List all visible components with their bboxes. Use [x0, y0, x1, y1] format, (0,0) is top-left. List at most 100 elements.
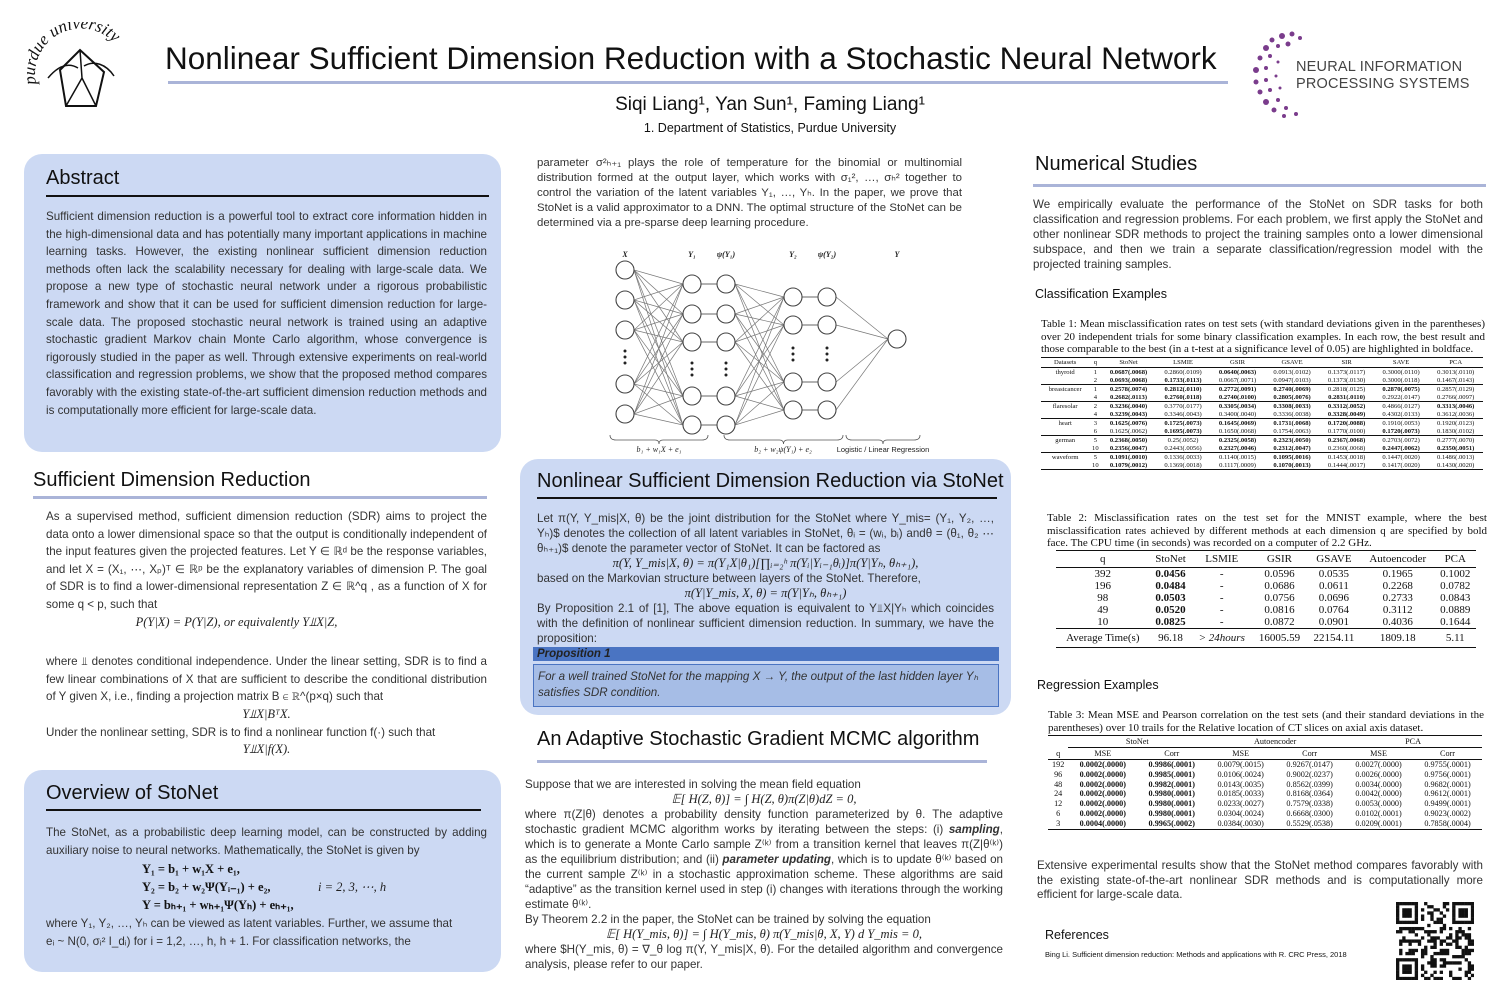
qr-module	[1442, 923, 1447, 928]
table3-cell: 0.0185(.0033)	[1217, 789, 1264, 799]
table3-sub-cell: Corr	[1164, 749, 1180, 758]
qr-module	[1399, 958, 1403, 962]
qr-module	[1433, 961, 1437, 965]
qr-module	[1445, 961, 1450, 965]
table1-cell: 0.1733(.0113)	[1164, 376, 1202, 384]
qr-module	[1427, 905, 1431, 909]
qr-module	[1442, 905, 1447, 909]
mcmc-p2a: where π(Z|θ) denotes a probability densi…	[525, 808, 1003, 836]
network-bottom-label-2: b₂ + w₂ψ(Y₁) + e₂	[754, 445, 812, 454]
abstract-rule	[46, 195, 489, 197]
overview-p3: eᵢ ~ N(0, σᵢ² I_dᵢ) for i = 1,2, …, h, h…	[46, 934, 411, 948]
qr-module	[1445, 936, 1450, 940]
network-brace	[845, 434, 921, 445]
qr-module	[1433, 945, 1437, 949]
qr-module	[1439, 911, 1443, 915]
table1-header-cell: GSAVE	[1281, 359, 1303, 366]
network-ellipsis-dot	[825, 346, 829, 350]
qr-module	[1452, 917, 1456, 921]
qr-module	[1408, 942, 1412, 946]
network-layer-label: X	[621, 250, 628, 259]
table2-time-cell: 5.11	[1445, 632, 1465, 644]
qr-module	[1411, 948, 1415, 953]
reference-item: Bing Li. Sufficient dimension reduction:…	[1045, 950, 1347, 959]
qr-module	[1461, 920, 1465, 925]
table3-cell: 0.7579(.0338)	[1286, 799, 1333, 809]
qr-module	[1414, 914, 1419, 918]
qr-module	[1452, 914, 1456, 918]
qr-module	[1396, 967, 1400, 971]
table1-cell: 0.2356(.0047)	[1109, 444, 1148, 452]
via-heading: Nonlinear Sufficient Dimension Reduction…	[537, 470, 1004, 492]
proposition-text: For a well trained StoNet for the mappin…	[533, 664, 999, 707]
table2-cell: 0.0843	[1440, 592, 1471, 604]
conclusion-text: Extensive experimental results show that…	[1037, 859, 1483, 901]
network-node	[716, 386, 736, 406]
table1-cell: 0.2922(.0147)	[1382, 393, 1420, 401]
network-bottom-label-3: Logistic / Linear Regression	[837, 445, 930, 454]
poster-title: Nonlinear Sufficient Dimension Reduction…	[165, 40, 1217, 76]
neurips-line1: NEURAL INFORMATION	[1296, 59, 1463, 75]
qr-module	[1467, 939, 1472, 943]
table2-time-cell: 22154.11	[1313, 632, 1355, 644]
network-edge	[633, 299, 684, 343]
qr-module	[1402, 976, 1406, 981]
table1-cell: 10	[1092, 444, 1099, 452]
qr-module	[1424, 948, 1428, 953]
network-edge	[734, 341, 785, 383]
table2-cell: 0.1002	[1440, 568, 1471, 580]
qr-module	[1458, 936, 1462, 940]
qr-module	[1439, 920, 1443, 925]
qr-module	[1430, 964, 1434, 968]
sdr-p3: Under the nonlinear setting, SDR is to f…	[46, 725, 436, 739]
table1-cell: waveform	[1051, 453, 1079, 461]
network-node	[682, 415, 702, 435]
overview-p2: where Y₁, Y₂, …, Yₕ can be viewed as lat…	[46, 917, 453, 931]
table1-cell: 0.1140(.0015)	[1219, 453, 1257, 461]
qr-module	[1455, 939, 1459, 943]
qr-module	[1464, 920, 1468, 925]
qr-module	[1442, 951, 1447, 956]
qr-module	[1470, 911, 1475, 915]
sdr-body: As a supervised method, sufficient dimen…	[46, 508, 487, 759]
qr-module	[1470, 908, 1475, 912]
table3-caption: Table 3: Mean MSE and Pearson correlatio…	[1048, 709, 1484, 734]
table1-cell: 0.2740(.0100)	[1218, 393, 1257, 401]
via-body: Let π(Y, Y_mis|X, θ) be the joint distri…	[537, 511, 994, 646]
table1-cell: 0.1720(.0088)	[1327, 419, 1366, 427]
table1-cell: 3	[1093, 419, 1097, 427]
qr-module	[1455, 942, 1459, 946]
qr-module	[1433, 920, 1437, 925]
qr-module	[1452, 911, 1456, 915]
qr-module	[1405, 902, 1409, 906]
qr-module	[1405, 926, 1409, 931]
qr-module	[1405, 951, 1409, 956]
qr-module	[1467, 926, 1472, 931]
qr-module	[1396, 970, 1400, 974]
qr-module	[1449, 942, 1453, 946]
qr-module	[1439, 930, 1443, 934]
qr-module	[1470, 942, 1475, 946]
table1-cell: 0.3770(.0177)	[1164, 402, 1202, 410]
qr-module	[1399, 930, 1403, 934]
network-edge	[835, 338, 889, 411]
network-edge	[734, 296, 785, 315]
sdr-eq2: Y⫫X|BᵀX.	[242, 706, 291, 721]
qr-module	[1396, 902, 1400, 906]
table1-cell: flaresolar	[1052, 402, 1078, 410]
qr-module	[1458, 920, 1462, 925]
network-edge	[633, 283, 684, 385]
table3-cell: 0.0026(.0000)	[1355, 769, 1402, 779]
qr-module	[1408, 911, 1412, 915]
qr-module	[1452, 908, 1456, 912]
qr-module	[1405, 939, 1409, 943]
table1-cell: 0.1091(.0010)	[1109, 453, 1148, 461]
table3-cell: 0.0002(.0000)	[1079, 808, 1126, 818]
table1-cell	[1041, 444, 1089, 453]
overview-p1: The StoNet, as a probabilistic deep lear…	[46, 826, 487, 857]
